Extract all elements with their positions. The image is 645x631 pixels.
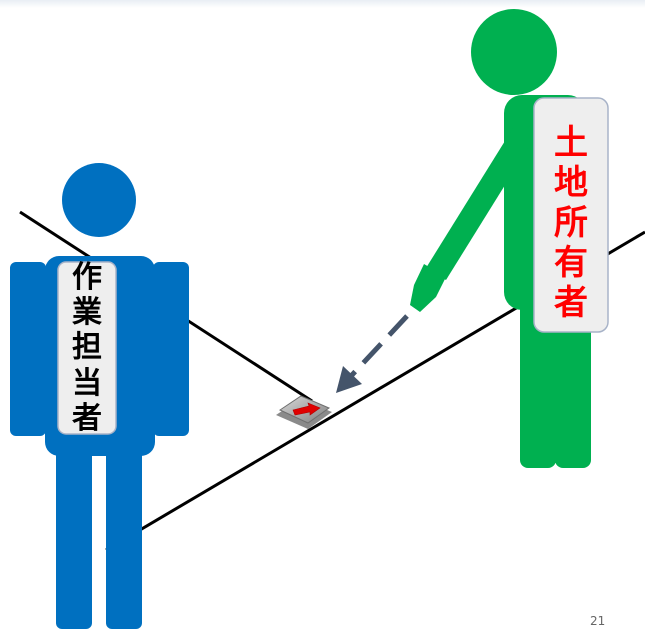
worker-right-leg: [106, 440, 142, 629]
worker-label-char: 者: [72, 401, 102, 437]
owner-arm: [426, 112, 543, 280]
owner-label-box: [533, 97, 609, 333]
owner-label-char: 有: [554, 243, 588, 284]
pointer-arrow-shaft: [350, 314, 409, 377]
pointer-arrow: [336, 314, 409, 393]
owner-label-char: 者: [554, 283, 588, 324]
owner-label-char: 所: [554, 202, 588, 243]
worker-label-box: [57, 261, 117, 435]
worker-label-char: 当: [72, 365, 102, 401]
worker-figure: [10, 163, 189, 629]
owner-figure: [410, 9, 609, 468]
page-number: 21: [590, 614, 606, 628]
boundary-marker: [276, 395, 332, 429]
worker-label-char: 担: [72, 330, 102, 366]
worker-label-char: 業: [72, 294, 102, 330]
boundary-marker-arrow: [292, 402, 321, 416]
owner-back-leg: [555, 292, 591, 468]
worker-label: 作 業 担 当 者: [60, 260, 114, 437]
pointer-arrowhead: [336, 366, 362, 393]
worker-left-leg: [56, 440, 92, 629]
worker-right-arm: [153, 262, 189, 436]
worker-left-arm: [10, 262, 46, 436]
owner-label-char: 土: [554, 122, 588, 163]
owner-label: 土 地 所 有 者: [537, 118, 605, 328]
owner-front-leg: [520, 292, 556, 468]
worker-label-char: 作: [72, 259, 102, 295]
owner-head: [471, 9, 557, 95]
owner-label-char: 地: [554, 162, 588, 203]
owner-hand: [410, 264, 446, 312]
worker-head: [62, 163, 136, 237]
